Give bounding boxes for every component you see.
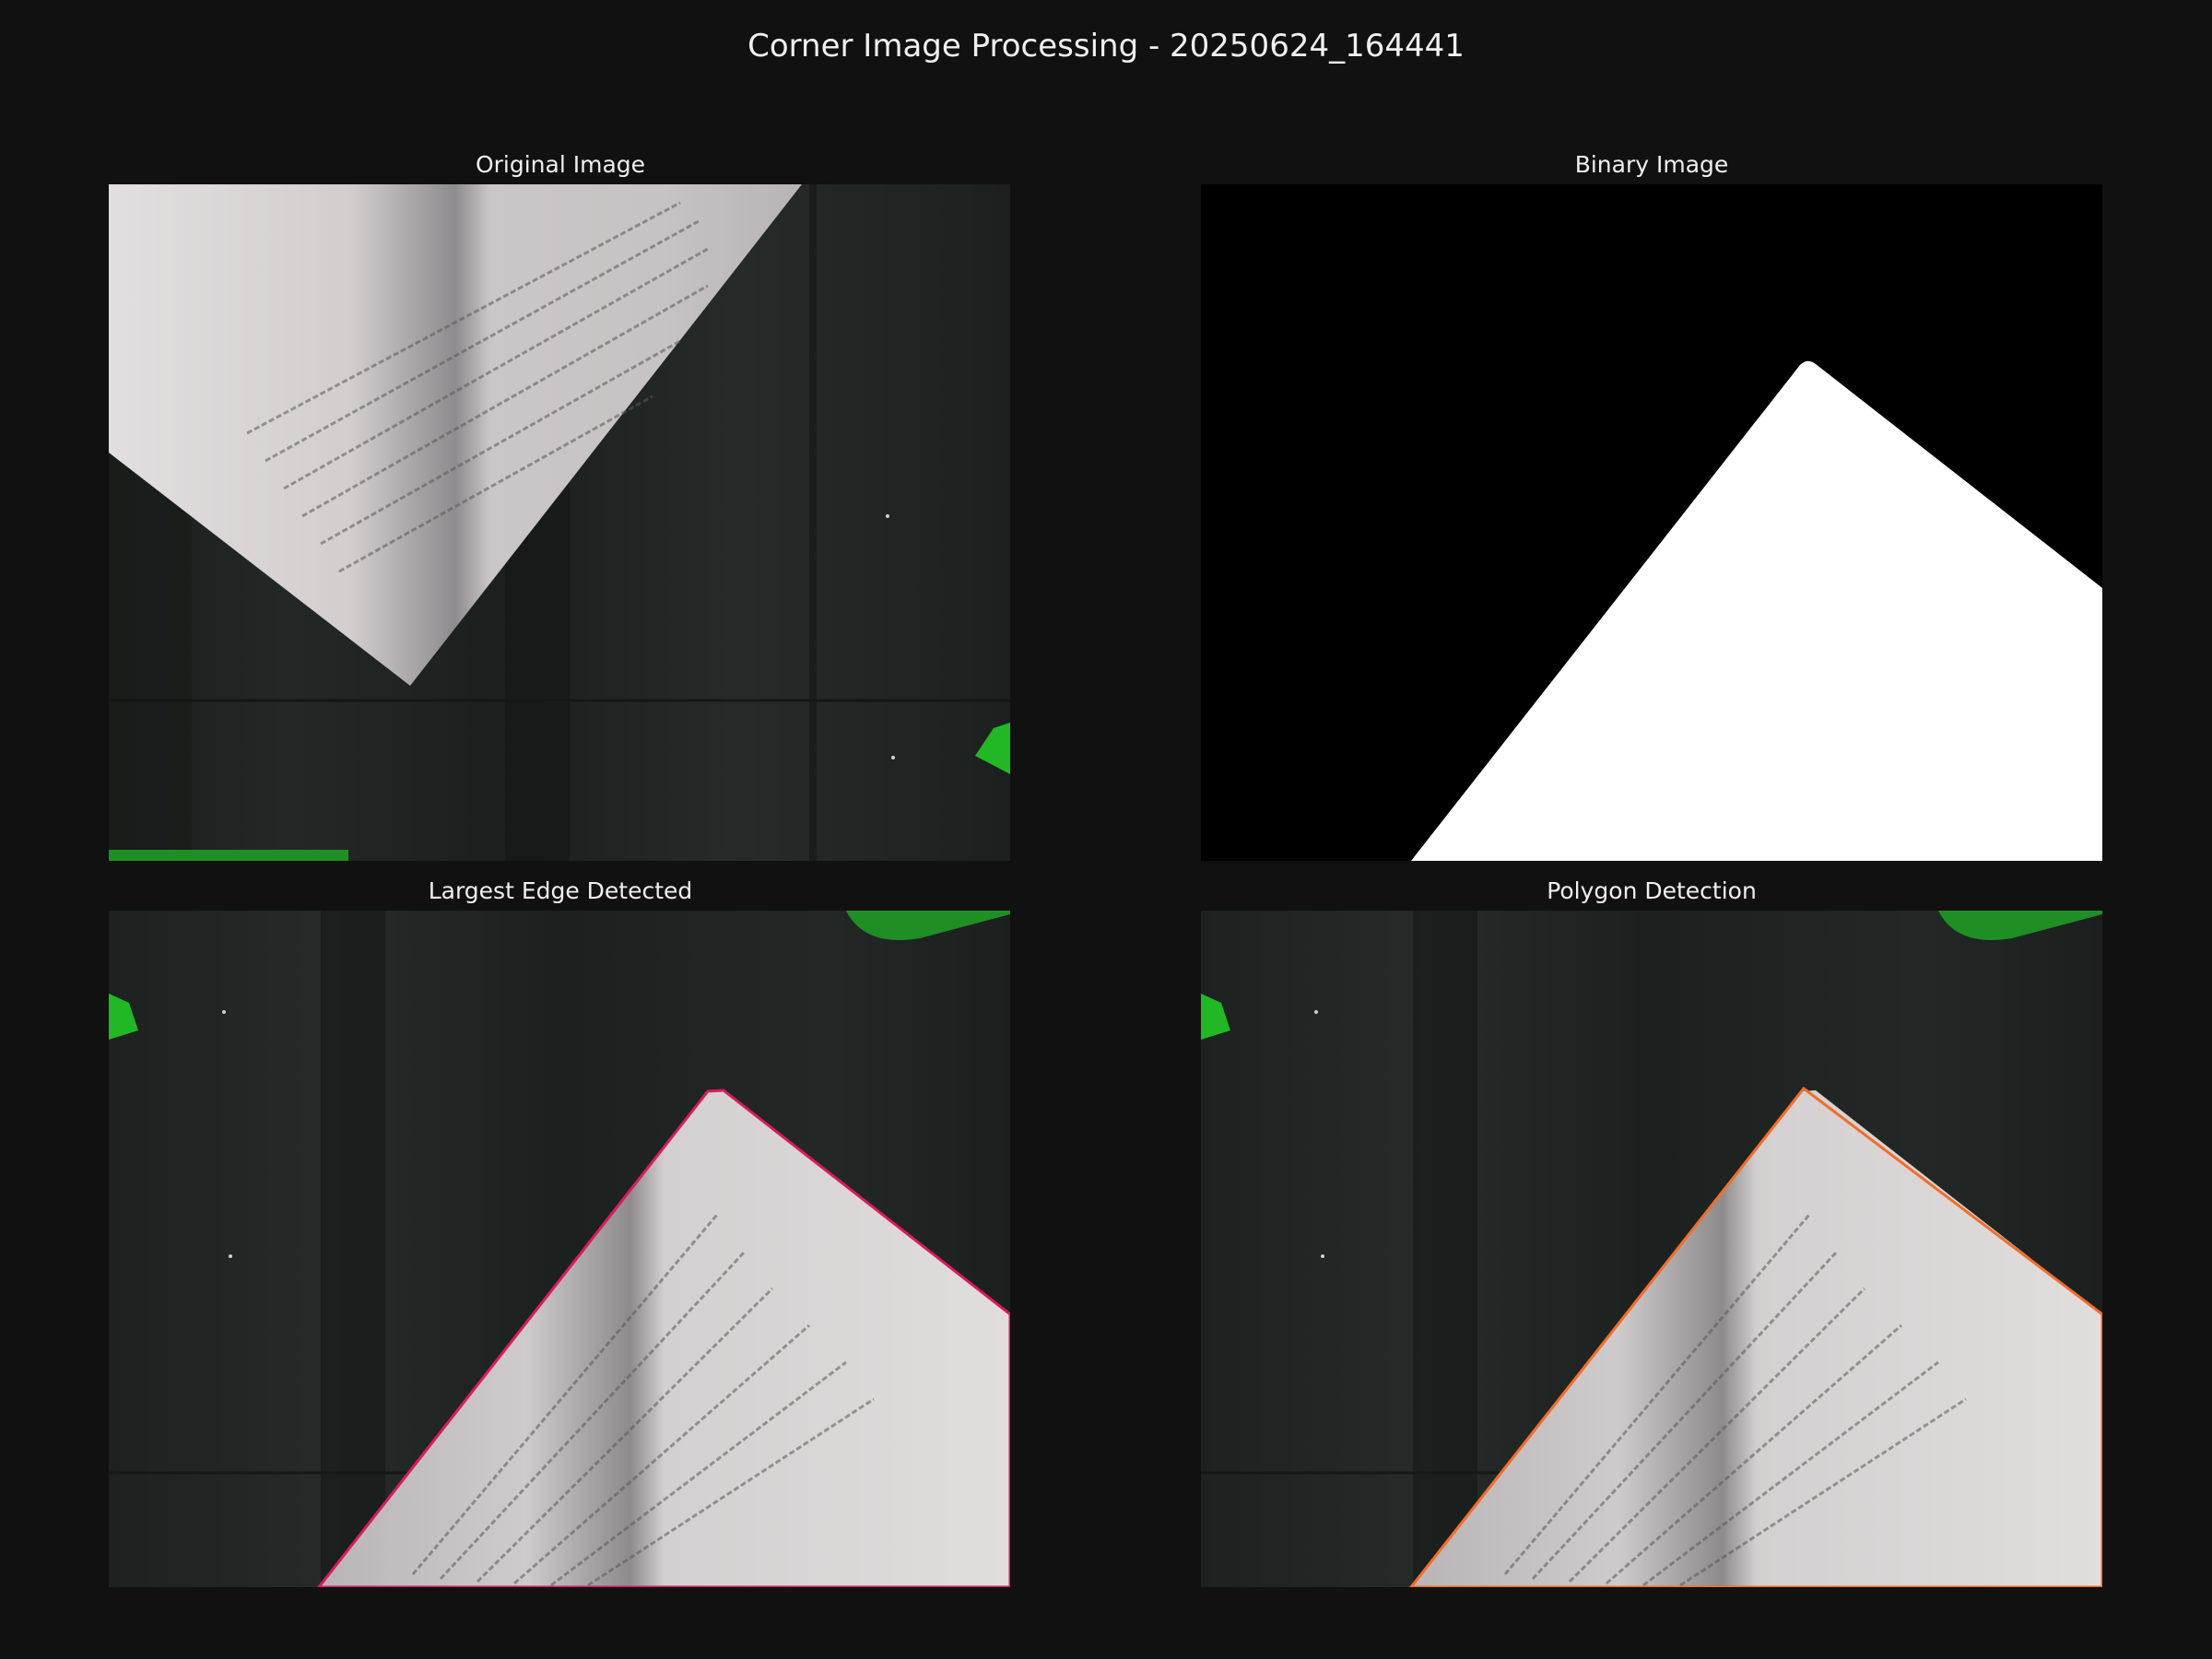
original-image <box>109 184 1010 861</box>
binary-image <box>1201 184 2102 861</box>
panel-title-binary: Binary Image <box>1574 151 1729 178</box>
polygon-detection-panel <box>1201 911 2102 1587</box>
largest-edge-panel <box>109 911 1010 1587</box>
binary-image-panel <box>1201 184 2102 861</box>
panel-title-polygon: Polygon Detection <box>1547 877 1757 904</box>
panel-title-largest-edge: Largest Edge Detected <box>428 877 693 904</box>
panel-title-original: Original Image <box>475 151 646 178</box>
polygon-detection-image <box>1201 911 2102 1587</box>
figure-title: Corner Image Processing - 20250624_16444… <box>747 28 1465 65</box>
polygon-outline <box>1409 1086 2102 1587</box>
largest-edge-image <box>109 911 1010 1587</box>
largest-edge-outline <box>317 1088 1010 1587</box>
binary-paper-mask <box>1411 360 2102 861</box>
original-image-panel <box>109 184 1010 861</box>
